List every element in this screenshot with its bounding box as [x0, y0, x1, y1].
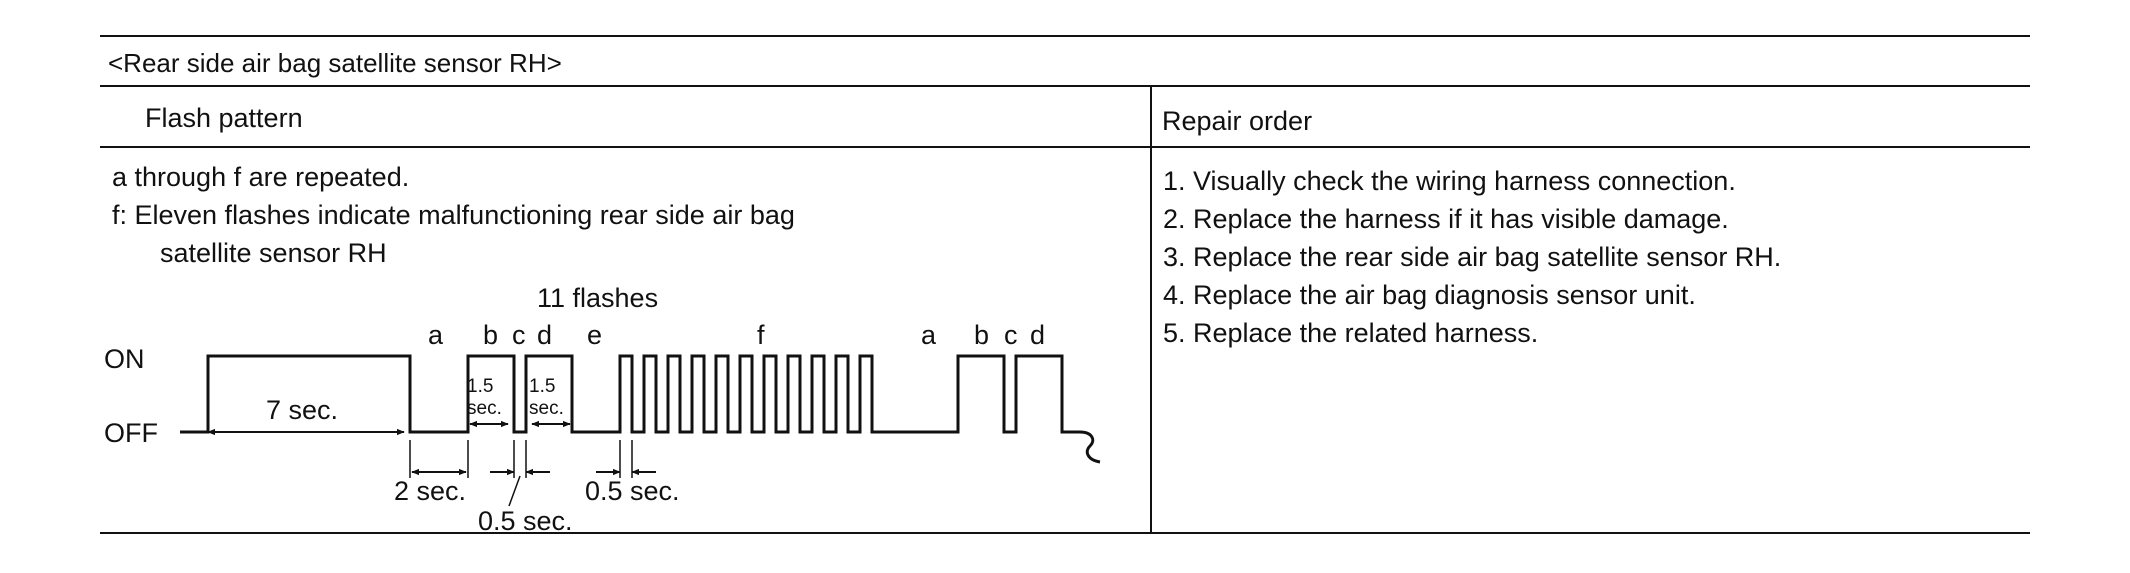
segment-label-d-repeat: d	[1030, 320, 1045, 350]
segment-label-e: e	[587, 320, 602, 350]
repair-order-header: Repair order	[1162, 106, 1313, 136]
pulse-d-label-top: 1.5	[529, 376, 555, 397]
table-title: <Rear side air bag satellite sensor RH>	[108, 48, 562, 78]
pulse-d-label-bottom: sec.	[529, 398, 564, 419]
flash-count-label: 11 flashes	[537, 283, 658, 313]
segment-labels: a b c d e f a b c d	[428, 320, 1045, 350]
segment-label-a: a	[428, 320, 444, 350]
title-rule	[100, 85, 2030, 87]
note-repeat: a through f are repeated.	[112, 162, 410, 192]
column-divider	[1150, 86, 1152, 532]
pulse-b-label-bottom: sec.	[467, 398, 502, 419]
flash-waveform	[180, 354, 1101, 464]
flash-pattern-header: Flash pattern	[145, 103, 303, 133]
duration-label-7sec: 7 sec.	[266, 395, 338, 425]
duration-label-c: 0.5 sec.	[478, 506, 573, 536]
pulse-duration-labels: 1.5 sec. 1.5 sec.	[467, 376, 564, 419]
pulse-b-label-top: 1.5	[467, 376, 493, 397]
segment-label-a-repeat: a	[921, 320, 937, 350]
state-on-label: ON	[104, 344, 145, 374]
segment-label-c: c	[512, 320, 526, 350]
segment-label-d: d	[537, 320, 552, 350]
repair-step-2: 2. Replace the harness if it has visible…	[1163, 204, 1729, 234]
leader-line-c	[508, 475, 521, 507]
segment-label-f: f	[757, 320, 765, 350]
repair-step-4: 4. Replace the air bag diagnosis sensor …	[1163, 280, 1696, 310]
header-rule	[100, 146, 2030, 148]
repair-step-5: 5. Replace the related harness.	[1163, 318, 1539, 348]
repair-order-list: 1. Visually check the wiring harness con…	[1163, 162, 1781, 352]
table-top-rule	[100, 35, 2030, 37]
segment-label-c-repeat: c	[1004, 320, 1018, 350]
repair-step-1: 1. Visually check the wiring harness con…	[1163, 166, 1736, 196]
state-off-label: OFF	[104, 418, 158, 448]
note-eleven-flashes-cont: satellite sensor RH	[160, 238, 387, 268]
flash-pattern-notes: a through f are repeated. f: Eleven flas…	[112, 158, 795, 272]
segment-label-b: b	[483, 320, 498, 350]
repair-step-3: 3. Replace the rear side air bag satelli…	[1163, 242, 1782, 272]
table-bottom-rule	[100, 532, 2030, 534]
duration-label-2sec: 2 sec.	[394, 476, 466, 506]
duration-label-e: 0.5 sec.	[585, 476, 680, 506]
segment-label-b-repeat: b	[974, 320, 989, 350]
note-eleven-flashes: f: Eleven flashes indicate malfunctionin…	[112, 200, 795, 230]
